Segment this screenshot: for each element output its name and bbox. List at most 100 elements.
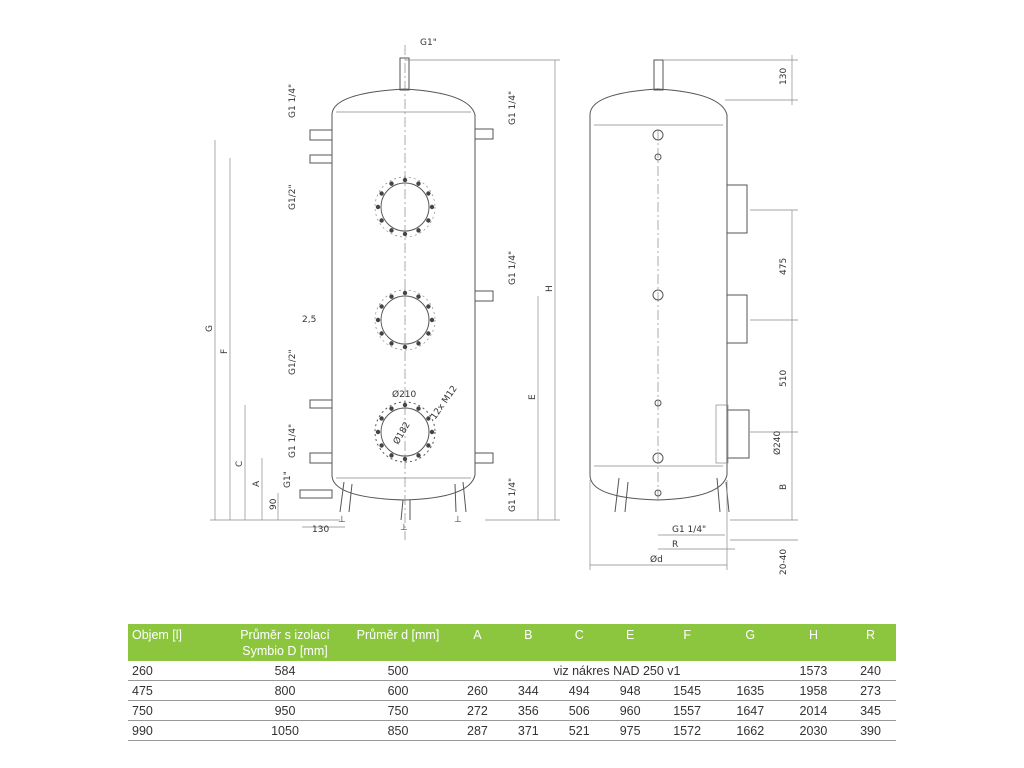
cell: 344 [502, 680, 554, 701]
bolt-hole [379, 443, 384, 448]
svg-text:⊥: ⊥ [338, 515, 346, 525]
bolt-hole [402, 456, 408, 462]
col-A: A [452, 624, 503, 661]
cell: 2014 [781, 700, 846, 721]
bolt-hole [426, 304, 431, 309]
cell: 1647 [718, 700, 782, 721]
dimension-table: Objem [l] Průměr s izolací Symbio D [mm]… [128, 624, 896, 741]
bolt-hole [375, 317, 381, 323]
bolt-hole [416, 228, 421, 233]
bolt-hole [389, 294, 394, 299]
label-20-40: 20-40 [779, 549, 789, 575]
cell: 1050 [226, 720, 344, 741]
cell: 1635 [718, 680, 782, 701]
tank-front-view-right [589, 55, 798, 570]
bolt-hole [426, 218, 431, 223]
bolt-hole [389, 228, 394, 233]
label-g114-right-mid: G1 1/4" [508, 251, 518, 285]
bolt-hole [426, 416, 431, 421]
cell: 521 [553, 720, 605, 741]
label-g114-left-top: G1 1/4" [288, 84, 298, 118]
cell: 260 [128, 661, 226, 681]
cell: 390 [845, 720, 896, 741]
label-A: A [252, 480, 262, 487]
cell: 272 [452, 700, 503, 721]
col-F: F [655, 624, 719, 661]
cell-note: viz nákres NAD 250 v1 [452, 661, 782, 681]
label-C: C [235, 461, 245, 467]
bolt-hole [402, 177, 408, 183]
label-G: G [205, 325, 215, 332]
bolt-hole [416, 453, 421, 458]
cell: 975 [604, 720, 656, 741]
table-header-row: Objem [l] Průměr s izolací Symbio D [mm]… [128, 624, 896, 661]
bolt-hole [389, 453, 394, 458]
col-C: C [553, 624, 605, 661]
label-m12: 12x M12 [429, 384, 459, 422]
label-g114-right-top: G1 1/4" [508, 91, 518, 125]
cell: 494 [553, 680, 605, 701]
cell: 950 [226, 700, 344, 721]
tank-side-view-left: ⊥ ⊥ ⊥ [210, 45, 560, 540]
bolt-hole [402, 231, 408, 237]
cell: 1557 [655, 700, 719, 721]
cell: 584 [226, 661, 344, 681]
col-G: G [718, 624, 782, 661]
col-d-iso: Průměr s izolací Symbio D [mm] [226, 624, 344, 661]
table-row: 475 800 600 260 344 494 948 1545 1635 19… [128, 680, 896, 701]
label-R: R [672, 540, 678, 550]
label-g12-left-mid: G1/2" [288, 349, 298, 375]
cell: 750 [344, 700, 452, 721]
label-d: Ød [650, 554, 663, 565]
label-g114-right: G1 1/4" [672, 525, 706, 535]
cell: 240 [845, 661, 896, 681]
bolt-hole [426, 331, 431, 336]
label-510: 510 [779, 370, 789, 387]
cell: 1662 [718, 720, 782, 741]
bolt-hole [402, 344, 408, 350]
cell: 1545 [655, 680, 719, 701]
cell: 2030 [781, 720, 846, 741]
bolt-hole [429, 317, 435, 323]
bolt-hole [429, 429, 435, 435]
bolt-hole [379, 191, 384, 196]
label-g1-left-low: G1" [283, 471, 293, 488]
label-d210: Ø210 [392, 389, 417, 400]
cell: 287 [452, 720, 503, 741]
cell: 600 [344, 680, 452, 701]
bolt-hole [379, 304, 384, 309]
cell: 948 [604, 680, 656, 701]
table-row: 990 1050 850 287 371 521 975 1572 1662 2… [128, 720, 896, 741]
bolt-hole [426, 443, 431, 448]
bolt-hole [389, 341, 394, 346]
col-E: E [604, 624, 656, 661]
bolt-hole [416, 341, 421, 346]
label-F: F [220, 349, 230, 354]
bolt-hole [416, 406, 421, 411]
cell: 850 [344, 720, 452, 741]
label-g114-left-low: G1 1/4" [288, 424, 298, 458]
technical-drawing: ⊥ ⊥ ⊥ G1" G1 1/4" G1 1/4" G1/2" G1 1/4" … [205, 38, 798, 575]
cell: 750 [128, 700, 226, 721]
left-dimension-labels: G1" G1 1/4" G1 1/4" G1/2" G1 1/4" 2,5 G1… [205, 38, 555, 535]
cell: 356 [502, 700, 554, 721]
label-2-5: 2,5 [302, 315, 316, 325]
label-d240: Ø240 [772, 430, 783, 455]
label-H: H [545, 285, 555, 292]
label-d182: Ø182 [391, 420, 413, 447]
right-dimension-labels: 130 475 510 Ø240 B G1 1/4" R Ød 20-40 [650, 68, 789, 575]
label-130-right: 130 [779, 68, 789, 85]
cell: 260 [452, 680, 503, 701]
bolt-hole [375, 429, 381, 435]
label-g114-right-low: G1 1/4" [508, 478, 518, 512]
cell: 990 [128, 720, 226, 741]
bolt-hole [379, 331, 384, 336]
bolt-hole [426, 191, 431, 196]
label-475: 475 [779, 258, 789, 275]
cell: 1958 [781, 680, 846, 701]
col-H: H [781, 624, 846, 661]
bolt-hole [379, 416, 384, 421]
cell: 506 [553, 700, 605, 721]
svg-text:⊥: ⊥ [400, 523, 408, 533]
label-E: E [528, 394, 538, 400]
